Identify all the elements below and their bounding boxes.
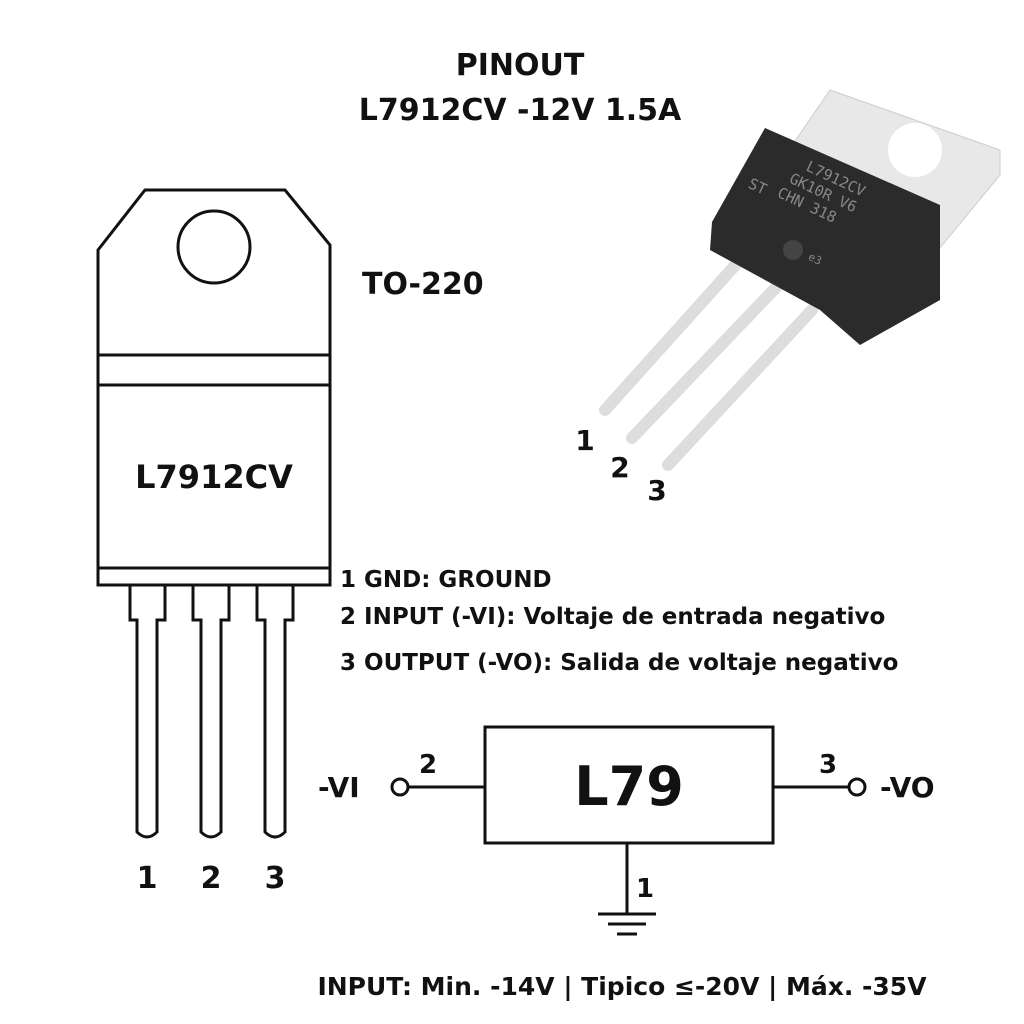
input-pin-number: 2 bbox=[419, 750, 437, 780]
photo-marking-e3: e3 bbox=[806, 250, 824, 267]
input-terminal bbox=[390, 777, 410, 797]
pin-desc-2: 2 INPUT (-VI): Voltaje de entrada negati… bbox=[340, 604, 885, 630]
pin-number-3: 3 bbox=[265, 861, 286, 896]
package-name: TO-220 bbox=[362, 267, 484, 302]
output-terminal bbox=[847, 777, 867, 797]
body-label: L7912CV bbox=[135, 458, 293, 496]
title-line2: L7912CV -12V 1.5A bbox=[359, 93, 682, 128]
output-pin-number: 3 bbox=[819, 750, 837, 780]
title-line1: PINOUT bbox=[456, 48, 585, 83]
output-label: -VO bbox=[880, 771, 935, 804]
pin-number-2: 2 bbox=[201, 861, 222, 896]
input-voltage-specs: INPUT: Min. -14V | Tipico ≤-20V | Máx. -… bbox=[317, 972, 927, 1001]
photo-marking-logo: ST bbox=[746, 175, 770, 199]
photo-lead-3 bbox=[662, 304, 818, 471]
photo-pin-3: 3 bbox=[647, 474, 666, 507]
pin-number-1: 1 bbox=[137, 861, 158, 896]
body-dot bbox=[783, 240, 803, 260]
photo-pin-1: 1 bbox=[575, 424, 594, 457]
pin-desc-1: 1 GND: GROUND bbox=[340, 567, 552, 593]
pin-3-leg bbox=[255, 585, 295, 839]
package-outline bbox=[96, 188, 332, 587]
plastic-body bbox=[710, 128, 940, 345]
photo-lead-1 bbox=[599, 254, 746, 416]
pin-1-leg bbox=[128, 585, 167, 839]
photo-pin-2: 2 bbox=[610, 451, 629, 484]
to220-outline bbox=[96, 188, 332, 839]
regulator-block bbox=[483, 725, 775, 845]
ground-icon bbox=[598, 912, 656, 936]
mounting-hole bbox=[176, 209, 252, 285]
tab-hole bbox=[888, 123, 942, 177]
pin-2-leg bbox=[191, 585, 231, 839]
input-label: -VI bbox=[318, 771, 360, 804]
component-photo: L7912CV GK10R V6 CHN 318 ST e3 1 2 3 bbox=[575, 89, 1001, 507]
schematic bbox=[390, 725, 867, 936]
pin-desc-3: 3 OUTPUT (-VO): Salida de voltaje negati… bbox=[340, 650, 898, 676]
block-label: L79 bbox=[574, 755, 684, 818]
photo-lead-2 bbox=[626, 272, 791, 444]
ground-pin-number: 1 bbox=[636, 874, 654, 904]
